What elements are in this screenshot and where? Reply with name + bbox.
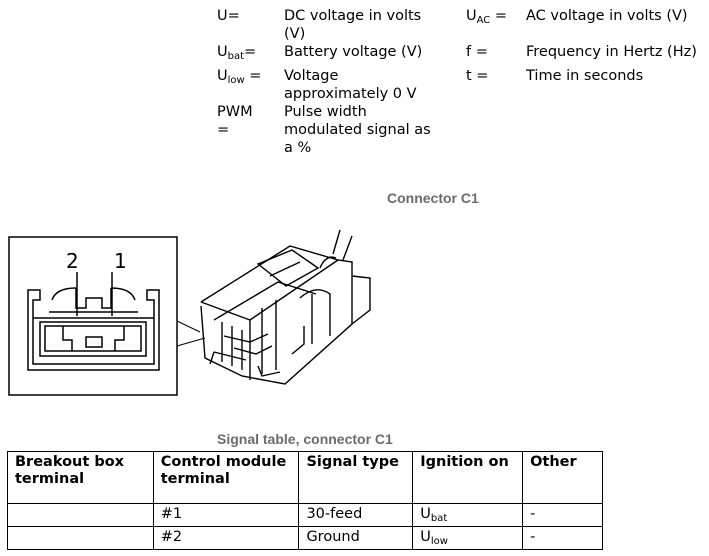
- table-heading: Signal table, connector C1: [217, 431, 393, 447]
- cell-signal-type: 30-feed: [298, 503, 414, 527]
- legend-symbol-ubat: Ubat=: [217, 44, 257, 62]
- legend-desc-ulow: Voltage approximately 0 V: [284, 68, 417, 102]
- cell-module-terminal: #2: [152, 526, 300, 550]
- cell-other: -: [522, 526, 603, 550]
- table-header-row: Breakout box terminal Control module ter…: [7, 451, 603, 504]
- cell-other: -: [522, 503, 603, 527]
- pin-label-2: 2: [66, 249, 79, 273]
- cell-breakout: [7, 503, 154, 527]
- pin-label-1: 1: [114, 249, 127, 273]
- cell-ignition-on: Ulow: [412, 526, 524, 550]
- cell-ignition-on: Ubat: [412, 503, 524, 527]
- header-control-module-terminal: Control module terminal: [152, 451, 300, 504]
- connector-perspective-view: [200, 229, 371, 385]
- connector-front-view: [27, 272, 160, 371]
- connector-heading: Connector C1: [387, 190, 479, 206]
- legend-symbol-f: f =: [466, 44, 488, 60]
- legend-desc-f: Frequency in Hertz (Hz): [526, 44, 697, 60]
- cell-module-terminal: #1: [152, 503, 300, 527]
- cell-signal-type: Ground: [298, 526, 414, 550]
- header-breakout-box-terminal: Breakout box terminal: [7, 451, 154, 504]
- legend-symbol-u-dc: U=: [217, 8, 240, 24]
- legend-symbol-pwm: PWM =: [217, 104, 253, 138]
- legend-desc-u-dc: DC voltage in volts (V): [284, 8, 422, 42]
- legend-desc-pwm: Pulse width modulated signal as a %: [284, 104, 431, 156]
- table-row: #2 Ground Ulow -: [7, 526, 603, 550]
- legend-desc-t: Time in seconds: [526, 68, 644, 84]
- header-ignition-on: Ignition on: [412, 451, 524, 504]
- connector-front-view-frame: [8, 236, 178, 396]
- legend-symbol-t: t =: [466, 68, 489, 84]
- connector-c1-illustration: [8, 229, 371, 396]
- legend-symbol-uac: UAC =: [466, 8, 508, 26]
- header-signal-type: Signal type: [298, 451, 414, 504]
- legend-desc-ubat: Battery voltage (V): [284, 44, 423, 60]
- header-other: Other: [522, 451, 603, 504]
- legend-symbol-ulow: Ulow =: [217, 68, 262, 86]
- legend-desc-uac: AC voltage in volts (V): [526, 8, 688, 24]
- signal-table: Breakout box terminal Control module ter…: [7, 451, 603, 550]
- cell-breakout: [7, 526, 154, 550]
- table-row: #1 30-feed Ubat -: [7, 503, 603, 527]
